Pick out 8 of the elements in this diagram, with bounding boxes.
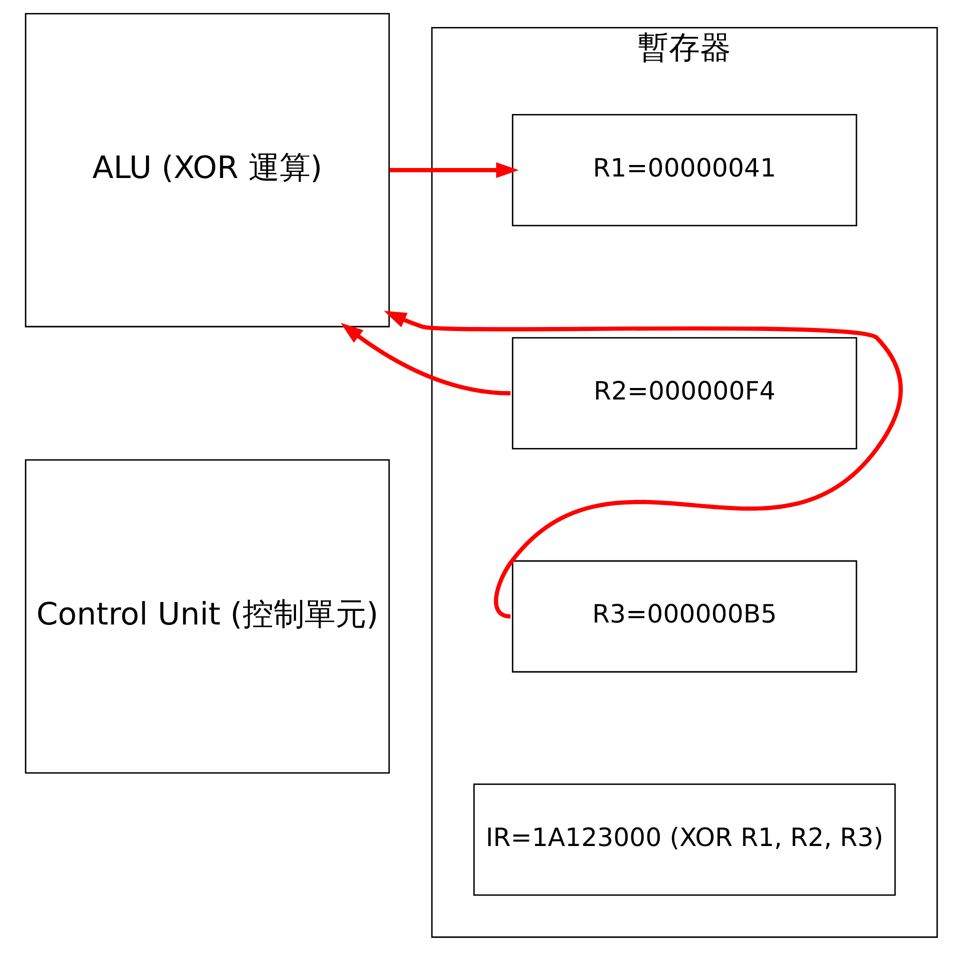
node-box: ALU (XOR 運算) — [24, 12, 390, 328]
arrow — [340, 322, 511, 396]
node-box: R3=000000B5 — [512, 560, 858, 673]
arrow — [390, 162, 519, 178]
node-box: IR=1A123000 (XOR R1, R2, R3) — [473, 783, 896, 896]
node-box: R1=00000041 — [512, 114, 858, 226]
node-box: Control Unit (控制單元) — [24, 459, 390, 774]
node-box: R2=000000F4 — [512, 337, 858, 450]
